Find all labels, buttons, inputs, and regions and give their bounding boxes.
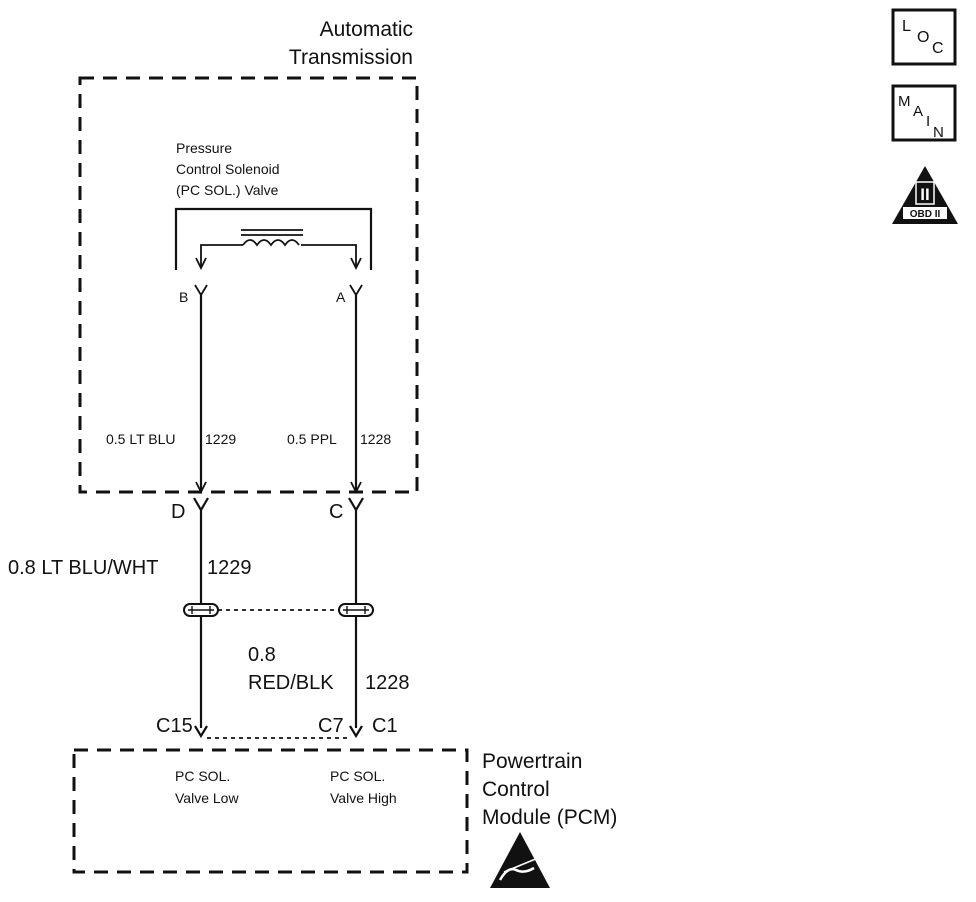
- solenoid-label-line1: Pressure: [176, 140, 232, 156]
- pcm-low-label-line2: Valve Low: [175, 790, 239, 806]
- pin-a-connector: [349, 284, 363, 297]
- pcm-high-label-line2: Valve High: [330, 790, 397, 806]
- pin-c-label: C: [329, 501, 343, 523]
- inline-connector-1229: [183, 603, 219, 617]
- pcm-title-line2: Control: [482, 778, 550, 801]
- wire-1228-outer-label-line1: 0.8: [248, 644, 276, 666]
- pin-a-label: A: [336, 289, 346, 305]
- pin-b-connector: [194, 284, 208, 297]
- svg-text:C: C: [932, 40, 944, 57]
- pin-d-connector: [193, 497, 209, 513]
- obd-ii-icon[interactable]: II OBD II: [892, 166, 958, 224]
- transmission-title-line2: Transmission: [289, 46, 413, 69]
- transmission-boundary: [78, 76, 419, 494]
- main-icon[interactable]: M A I N: [891, 84, 957, 142]
- pin-c15-label: C15: [156, 715, 193, 737]
- wire-1228-inner-label: 0.5 PPL: [287, 431, 337, 447]
- pcm-boundary: [72, 748, 469, 874]
- transmission-title-line1: Automatic: [320, 18, 413, 41]
- pcm-title-line3: Module (PCM): [482, 806, 617, 829]
- solenoid-component: [174, 207, 373, 271]
- svg-text:I: I: [926, 113, 930, 130]
- wire-1229-inner-circuit: 1229: [205, 431, 236, 447]
- wire-1229-inner-label: 0.5 LT BLU: [106, 431, 176, 447]
- svg-text:M: M: [898, 93, 911, 110]
- pin-c15-connector: [194, 725, 208, 739]
- solenoid-label-line2: Control Solenoid: [176, 161, 280, 177]
- wire-1228-inner-circuit: 1228: [360, 431, 391, 447]
- pcm-low-label-line1: PC SOL.: [175, 768, 230, 784]
- inline-connector-1228: [338, 603, 374, 617]
- esd-warning-icon: [490, 832, 550, 888]
- svg-text:OBD II: OBD II: [910, 209, 941, 220]
- coil-symbol: [242, 239, 300, 247]
- pin-c-connector: [348, 497, 364, 513]
- pin-c7-label: C7: [318, 715, 344, 737]
- pcm-high-label-line1: PC SOL.: [330, 768, 385, 784]
- svg-text:O: O: [917, 29, 929, 46]
- pin-c7-connector: [349, 725, 363, 739]
- pin-d-label: D: [171, 501, 185, 523]
- pin-c1-label: C1: [372, 715, 398, 737]
- svg-text:II: II: [920, 185, 929, 204]
- wire-1229-outer-label: 0.8 LT BLU/WHT: [8, 557, 158, 579]
- wire-1228-outer-label-line2: RED/BLK: [248, 672, 334, 694]
- wire-1228-outer-circuit: 1228: [365, 672, 410, 694]
- loc-icon[interactable]: L O C: [891, 8, 957, 66]
- pin-b-label: B: [179, 289, 188, 305]
- wire-1229-outer-circuit: 1229: [207, 557, 252, 579]
- solenoid-label-line3: (PC SOL.) Valve: [176, 182, 279, 198]
- svg-text:L: L: [902, 18, 911, 35]
- svg-text:A: A: [913, 103, 923, 120]
- pcm-title-line1: Powertrain: [482, 750, 582, 773]
- svg-text:N: N: [933, 124, 944, 141]
